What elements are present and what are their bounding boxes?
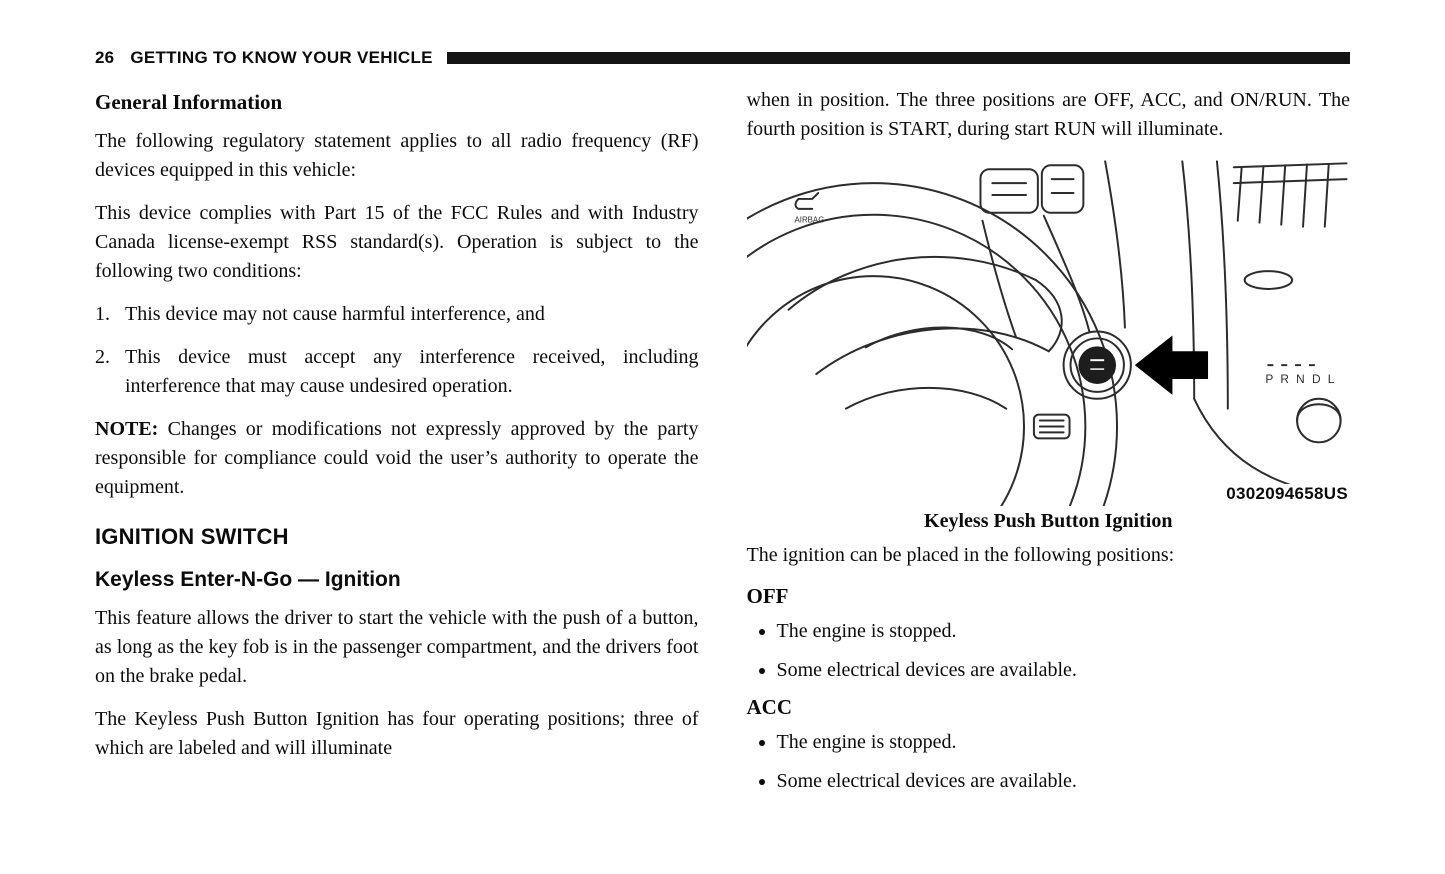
position-heading-off: OFF — [746, 584, 789, 608]
page-number: 26 — [95, 48, 115, 67]
section-heading-general-information: General Information — [95, 90, 283, 114]
airbag-label: AIRBAG — [794, 216, 824, 225]
left-column: General Information The following regula… — [95, 86, 699, 806]
header-title: GETTING TO KNOW YOUR VEHICLE — [130, 48, 433, 67]
ignition-figure: P R N D L AIRBAG 0302094658US — [746, 158, 1351, 506]
figure-code: 0302094658US — [1220, 484, 1348, 504]
prndl-label: P R N D L — [1265, 372, 1336, 386]
bullet-list-off: The engine is stopped. Some electrical d… — [747, 617, 1351, 685]
two-column-body: General Information The following regula… — [95, 86, 1350, 806]
ignition-button — [1077, 346, 1116, 384]
item-text: This device must accept any interference… — [125, 346, 699, 397]
paragraph: This feature allows the driver to start … — [95, 607, 699, 687]
note-paragraph: NOTE: Changes or modifications not expre… — [95, 415, 699, 502]
paragraph: The following regulatory statement appli… — [95, 130, 699, 181]
paragraph: This device complies with Part 15 of the… — [95, 202, 699, 282]
paragraph-intro: The ignition can be placed in the follow… — [746, 544, 1175, 566]
note-label: NOTE: — [95, 418, 159, 440]
position-heading-acc: ACC — [746, 695, 793, 719]
figure-caption: Keyless Push Button Ignition — [924, 510, 1173, 532]
bullet-item: The engine is stopped. — [777, 728, 1351, 757]
bullet-item: Some electrical devices are available. — [777, 767, 1351, 796]
numbered-item: 1. This device may not cause harmful int… — [95, 300, 699, 329]
ignition-illustration: P R N D L AIRBAG — [746, 160, 1348, 506]
paragraph: The Keyless Push Button Ignition has fou… — [95, 708, 699, 759]
note-text: Changes or modifications not expressly a… — [95, 418, 699, 498]
page-header: 26 GETTING TO KNOW YOUR VEHICLE — [0, 0, 1445, 68]
section-heading-ignition-switch: IGNITION SWITCH — [95, 524, 289, 549]
item-text: This device may not cause harmful interf… — [125, 303, 545, 325]
bullet-list-acc: The engine is stopped. Some electrical d… — [747, 728, 1351, 796]
bullet-item: Some electrical devices are available. — [777, 656, 1351, 685]
item-number: 1. — [95, 303, 110, 325]
numbered-item: 2. This device must accept any interfere… — [95, 343, 699, 401]
right-column: when in position. The three positions ar… — [746, 86, 1351, 806]
paragraph-continuation: when in position. The three positions ar… — [746, 89, 1351, 140]
subheading-keyless-enter-n-go: Keyless Enter-N-Go — Ignition — [95, 568, 401, 591]
header-rule — [446, 52, 1350, 64]
bullet-item: The engine is stopped. — [777, 617, 1351, 646]
item-number: 2. — [95, 346, 110, 368]
pointer-arrow-icon — [1134, 335, 1208, 395]
